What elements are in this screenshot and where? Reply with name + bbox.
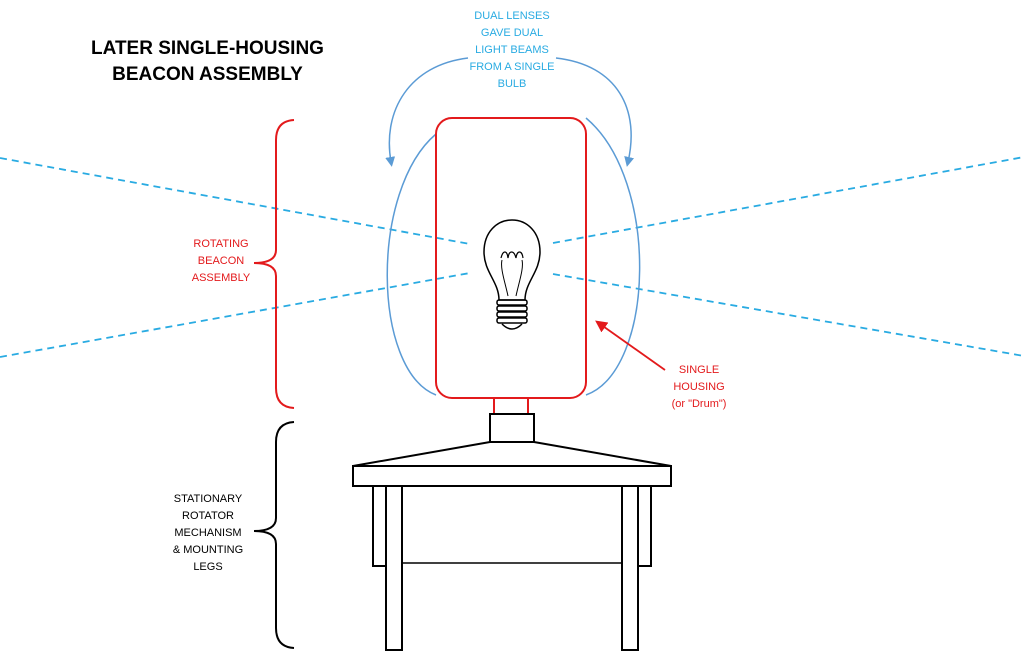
housing-arrow — [595, 320, 666, 371]
rotator-mechanism — [352, 413, 672, 651]
beam-left-upper — [0, 157, 471, 245]
lens-arrow-left — [385, 57, 469, 167]
stationary-label: STATIONARY ROTATOR MECHANISM & MOUNTING … — [158, 491, 258, 576]
rotating-brace — [253, 119, 295, 409]
light-beams — [0, 156, 1024, 358]
mounting-table-top — [352, 465, 672, 487]
dual-lens-ellipse — [386, 117, 641, 396]
lenses-line-1: DUAL LENSES — [474, 10, 550, 22]
stationary-line-2: ROTATOR — [182, 510, 234, 522]
lenses-line-4: FROM A SINGLE — [469, 61, 555, 73]
leg-front-left — [385, 485, 403, 651]
housing-line-2: HOUSING — [673, 381, 725, 393]
stationary-line-5: LEGS — [193, 561, 223, 573]
lenses-label: DUAL LENSES GAVE DUAL LIGHT BEAMS FROM A… — [448, 8, 576, 93]
rotating-line-2: BEACON — [197, 255, 245, 267]
stationary-line-1: STATIONARY — [173, 493, 243, 505]
rotating-line-1: ROTATING — [193, 238, 249, 250]
housing-line-1: SINGLE — [678, 364, 720, 376]
leg-back-right — [637, 485, 652, 567]
rotating-label: ROTATING BEACON ASSEMBLY — [176, 236, 266, 287]
leg-back-left — [372, 485, 387, 567]
rotator-hub — [489, 413, 535, 443]
lens-arrow-right — [555, 57, 634, 167]
rotating-line-3: ASSEMBLY — [191, 272, 251, 284]
beam-right-lower — [552, 273, 1024, 357]
lenses-line-5: BULB — [497, 78, 527, 90]
lenses-line-2: GAVE DUAL — [480, 27, 544, 39]
rotator-base-cone — [352, 441, 672, 467]
stationary-brace — [253, 421, 295, 649]
light-bulb-icon — [483, 219, 541, 330]
title-line-1: LATER SINGLE-HOUSING — [91, 38, 324, 59]
housing-label: SINGLE HOUSING (or "Drum") — [654, 362, 744, 413]
stationary-line-4: & MOUNTING — [172, 544, 244, 556]
title-line-2: BEACON ASSEMBLY — [112, 64, 303, 85]
single-housing — [435, 117, 587, 399]
beam-left-lower — [0, 272, 471, 358]
lenses-line-3: LIGHT BEAMS — [475, 44, 549, 56]
beam-right-upper — [552, 156, 1024, 244]
stationary-line-3: MECHANISM — [174, 527, 242, 539]
housing-line-3: (or "Drum") — [671, 398, 727, 410]
page-title: LATER SINGLE-HOUSING BEACON ASSEMBLY — [70, 36, 345, 88]
leg-front-right — [621, 485, 639, 651]
